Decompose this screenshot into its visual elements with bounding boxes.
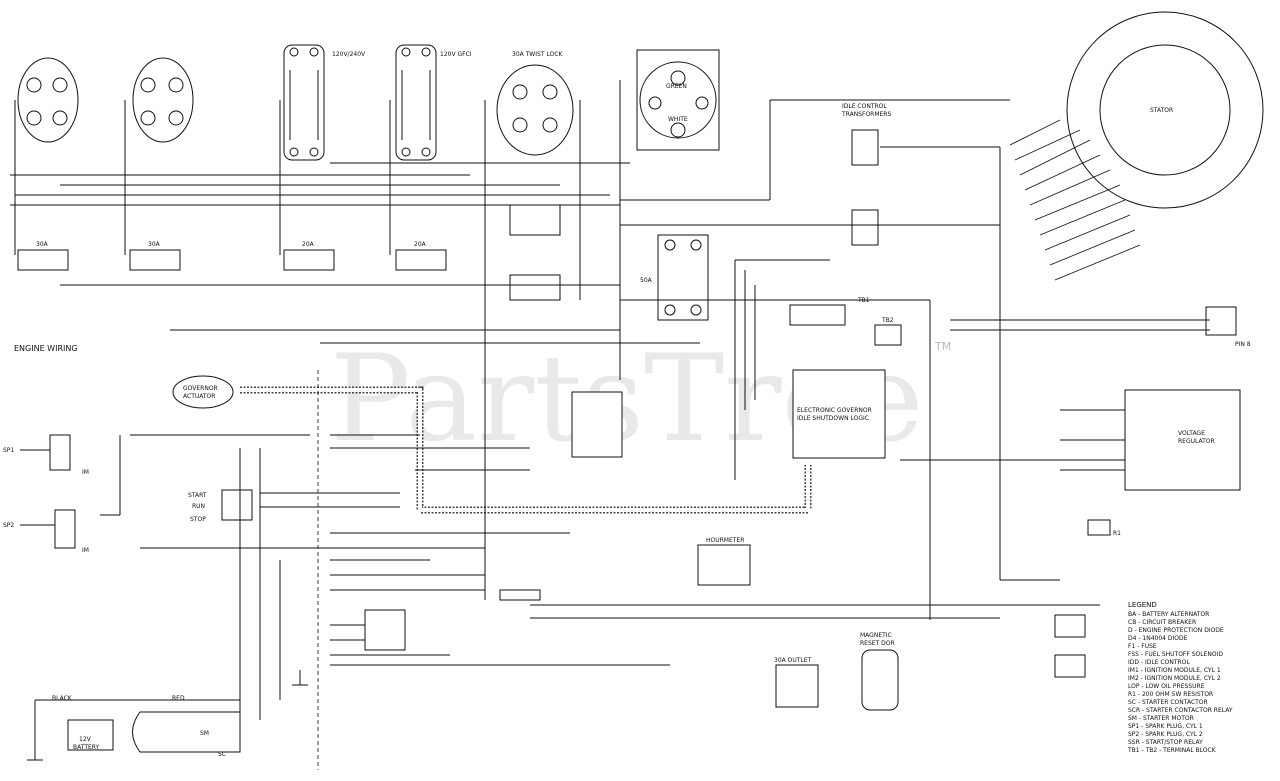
outlet-duplex-1 bbox=[283, 44, 325, 161]
legend-item: IM1 - IGNITION MODULE, CYL 1 bbox=[1128, 667, 1221, 674]
tb2-label: TB2 bbox=[881, 317, 894, 324]
start-stop-relay bbox=[571, 391, 623, 458]
pin8-label: PIN 8 bbox=[1235, 341, 1251, 348]
stator: STATOR bbox=[1066, 11, 1264, 209]
legend-item: D - ENGINE PROTECTION DIODE bbox=[1128, 627, 1224, 634]
legend-item: IM2 - IGNITION MODULE, CYL 2 bbox=[1128, 675, 1221, 682]
idle-transformer-2 bbox=[851, 209, 879, 246]
red-label: RED bbox=[172, 695, 185, 702]
magnetic-reset-label-2: RESET DOR bbox=[860, 640, 895, 647]
battery-charger-1 bbox=[1054, 614, 1086, 638]
switch-run: RUN bbox=[192, 503, 205, 510]
outlet-duplex-label: 120V/240V bbox=[332, 51, 366, 58]
legend-item: D4 - 1N4004 DIODE bbox=[1128, 635, 1188, 642]
idle-transformers-label: IDLE CONTROL bbox=[842, 103, 887, 110]
spark-plug-2 bbox=[20, 509, 76, 549]
idle-transformers-label-2: TRANSFORMERS bbox=[841, 111, 891, 118]
cb-label-1: 30A bbox=[36, 241, 49, 248]
legend-item: F1 - FUSE bbox=[1128, 643, 1157, 650]
legend-item: LOP - LOW OIL PRESSURE bbox=[1128, 683, 1205, 690]
voltage-regulator bbox=[1124, 389, 1241, 491]
im1-label: IM bbox=[82, 469, 89, 476]
starter-contactor-label: SC bbox=[218, 751, 226, 758]
electronic-governor-label-2: IDLE SHUTDOWN LOGIC bbox=[797, 415, 869, 422]
start-run-stop-switch bbox=[221, 489, 253, 521]
governor-actuator-label-2: ACTUATOR bbox=[183, 393, 215, 400]
legend-item: CB - CIRCUIT BREAKER bbox=[1128, 619, 1196, 626]
wires bbox=[10, 80, 1210, 770]
cb-label-2: 30A bbox=[148, 241, 161, 248]
fuse bbox=[499, 589, 541, 601]
r1-label: R1 bbox=[1113, 530, 1121, 537]
legend-item: IDD - IDLE CONTROL bbox=[1128, 659, 1190, 666]
cb-label-3: 20A bbox=[302, 241, 315, 248]
battery-alternator bbox=[1205, 306, 1237, 336]
cb-label-4: 20A bbox=[414, 241, 427, 248]
resistor-r1 bbox=[1087, 519, 1111, 536]
governor-actuator-label: GOVERNOR bbox=[183, 385, 218, 392]
legend-item: SP2 - SPARK PLUG, CYL 2 bbox=[1128, 731, 1203, 738]
legend-item: SCR - STARTER CONTACTOR RELAY bbox=[1128, 707, 1233, 714]
wire-harness-inner bbox=[240, 388, 810, 512]
voltage-regulator-label-2: REGULATOR bbox=[1178, 438, 1215, 445]
battery-label: 12V bbox=[79, 736, 92, 743]
trademark: TM bbox=[934, 340, 951, 353]
legend-item: SM - STARTER MOTOR bbox=[1128, 715, 1194, 722]
electronic-governor-label: ELECTRONIC GOVERNOR bbox=[797, 407, 872, 414]
voltage-regulator-label: VOLTAGE bbox=[1178, 430, 1205, 437]
label-green: GREEN bbox=[666, 83, 687, 90]
outlet-30a-label: 30A OUTLET bbox=[774, 657, 812, 664]
legend-item: FSS - FUEL SHUTOFF SOLENOID bbox=[1128, 651, 1223, 658]
legend-item: SSR - START/STOP RELAY bbox=[1128, 739, 1203, 746]
outlet-twistlock-label: 30A TWIST LOCK bbox=[512, 51, 563, 58]
magnetic-reset-label: MAGNETIC bbox=[860, 632, 892, 639]
legend-item: R1 - 200 OHM 5W RESISTOR bbox=[1128, 691, 1213, 698]
sp2-label: SP2 bbox=[3, 522, 14, 529]
legend-title: LEGEND bbox=[1128, 601, 1157, 609]
outlet-duplex-2 bbox=[395, 44, 437, 161]
hourmeter bbox=[697, 544, 751, 586]
switch-start: START bbox=[188, 492, 207, 499]
legend-item: TB1 - TB2 - TERMINAL BLOCK bbox=[1127, 747, 1217, 754]
switch-stop: STOP bbox=[190, 516, 206, 523]
legend-item: SC - STARTER CONTACTOR bbox=[1128, 699, 1208, 706]
circuit-breakers bbox=[17, 204, 561, 301]
cb-50a-label: 50A bbox=[640, 277, 653, 284]
terminal-block-tb2 bbox=[874, 324, 902, 346]
battery bbox=[67, 719, 114, 751]
starter-motor-label: SM bbox=[200, 730, 209, 737]
stator-label: STATOR bbox=[1150, 107, 1173, 114]
stator-hatch bbox=[1009, 119, 1141, 281]
spark-plug-1 bbox=[20, 434, 71, 471]
legend: LEGEND BA - BATTERY ALTERNATOR CB - CIRC… bbox=[1127, 601, 1233, 754]
outlet-twistlock-1 bbox=[17, 57, 79, 143]
battery-label-2: BATTERY bbox=[73, 744, 100, 751]
legend-item: SP1 - SPARK PLUG, CYL 1 bbox=[1128, 723, 1203, 730]
label-white: WHITE bbox=[668, 116, 688, 123]
outlet-twistlock-3 bbox=[496, 64, 574, 156]
im2-label: IM bbox=[82, 547, 89, 554]
cb-50a bbox=[657, 234, 709, 321]
starter-contactor-relay bbox=[364, 609, 406, 651]
sp1-label: SP1 bbox=[3, 447, 14, 454]
terminal-block-tb1 bbox=[789, 304, 846, 326]
engine-wiring-label: ENGINE WIRING bbox=[14, 344, 78, 353]
outlet-50a bbox=[636, 49, 720, 151]
starter-motor bbox=[132, 711, 241, 753]
legend-item: BA - BATTERY ALTERNATOR bbox=[1128, 611, 1209, 618]
battery-charger-2 bbox=[1054, 654, 1086, 678]
outlet-twistlock-2 bbox=[132, 57, 194, 143]
outlet-gfci-label: 120V GFCI bbox=[440, 51, 472, 58]
black-label: BLACK bbox=[52, 695, 73, 702]
outlet-30a-bottom bbox=[775, 664, 819, 708]
idle-transformer-1 bbox=[851, 129, 879, 166]
hourmeter-label: HOURMETER bbox=[706, 537, 744, 544]
governor-actuator bbox=[172, 375, 234, 409]
magnetic-reset bbox=[861, 649, 899, 711]
electronic-governor bbox=[792, 369, 886, 459]
